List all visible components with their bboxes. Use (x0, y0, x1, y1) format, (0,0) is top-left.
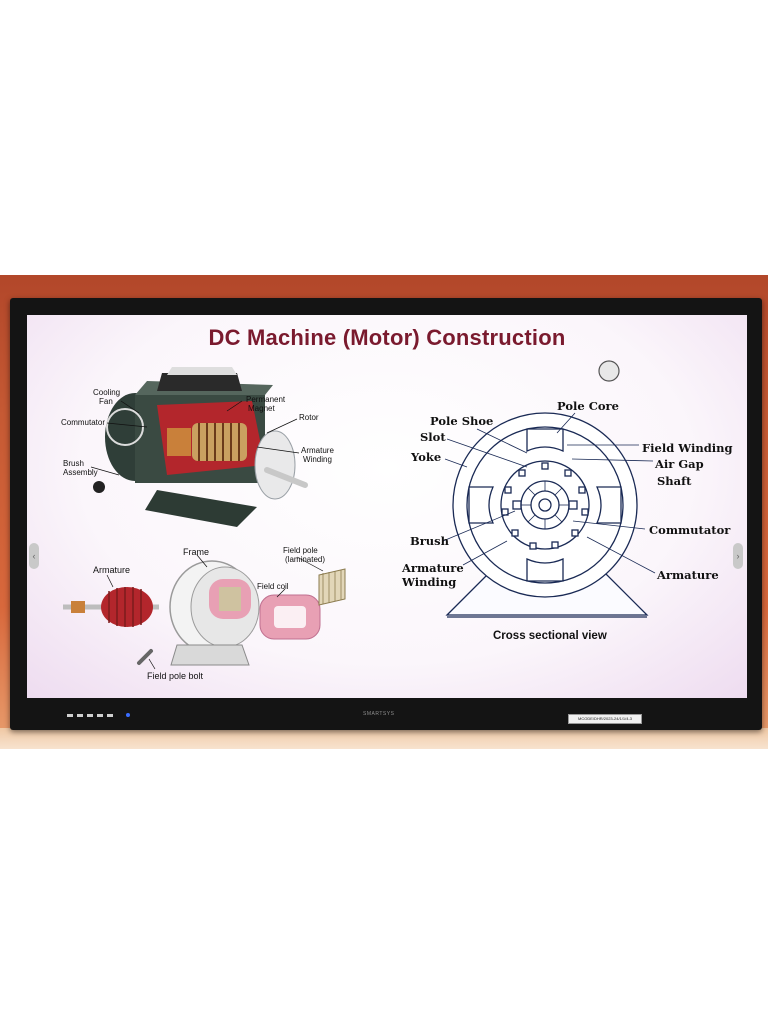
label-field-pole-2: (laminated) (285, 555, 325, 564)
label-frame: Frame (183, 547, 209, 557)
slide-title: DC Machine (Motor) Construction (208, 325, 566, 350)
label-pole-core: Pole Core (557, 399, 619, 413)
label-armature-winding-cs-2: Winding (401, 575, 456, 589)
label-cooling-fan-1: Cooling (93, 388, 120, 397)
wall-lower-band (0, 728, 768, 749)
label-permanent-magnet-1: Permanent (246, 395, 286, 404)
label-shaft: Shaft (657, 474, 692, 488)
motor-cutaway-illustration (90, 367, 308, 527)
next-slide-arrow[interactable]: › (733, 543, 743, 569)
slide-screen: DC Machine (Motor) Construction (27, 315, 747, 698)
front-panel-buttons[interactable] (67, 714, 113, 717)
asset-sticker: MCODE/DHR/2023-24/1/1/4-3 (568, 714, 642, 724)
label-air-gap: Air Gap (654, 457, 704, 471)
label-rotor: Rotor (299, 413, 319, 422)
label-armature: Armature (93, 565, 130, 575)
label-armature-winding-2: Winding (303, 455, 332, 464)
prev-slide-arrow[interactable]: ‹ (29, 543, 39, 569)
label-field-pole-1: Field pole (283, 546, 318, 555)
label-brush: Brush (410, 534, 450, 548)
label-armature-winding-cs-1: Armature (401, 561, 464, 575)
label-pole-shoe: Pole Shoe (430, 414, 493, 428)
label-permanent-magnet-2: Magnet (248, 404, 275, 413)
exploded-view-illustration (63, 554, 346, 670)
cross-section-labels: Pole Core Pole Shoe Slot Yoke Field Wind… (401, 399, 733, 642)
label-brush-assembly-1: Brush (63, 459, 84, 468)
monitor-bottom-bar (27, 705, 747, 725)
label-yoke: Yoke (410, 450, 441, 464)
label-brush-assembly-2: Assembly (63, 468, 98, 477)
exploded-view-labels: Armature Frame Field pole (laminated) Fi… (93, 546, 325, 681)
cross-section-diagram (442, 412, 656, 618)
slide-diagrams: Cooling Fan Commutator Brush Assembly Pe… (61, 360, 733, 681)
pointer-dot (598, 360, 620, 382)
cross-section-caption: Cross sectional view (493, 630, 607, 642)
label-armature-winding-1: Armature (301, 446, 334, 455)
label-field-pole-bolt: Field pole bolt (147, 671, 204, 681)
label-cooling-fan-2: Fan (99, 397, 113, 406)
monitor-brand-logo: SMARTSYS (363, 711, 395, 717)
motor-cutaway-labels: Cooling Fan Commutator Brush Assembly Pe… (61, 388, 334, 477)
label-armature-cs: Armature (656, 568, 719, 582)
label-field-coil: Field coil (257, 582, 289, 591)
label-slot: Slot (420, 430, 446, 444)
label-field-winding: Field Winding (642, 441, 733, 455)
label-commutator-cs: Commutator (649, 523, 731, 537)
label-commutator: Commutator (61, 418, 105, 427)
power-indicator-icon (126, 713, 130, 717)
